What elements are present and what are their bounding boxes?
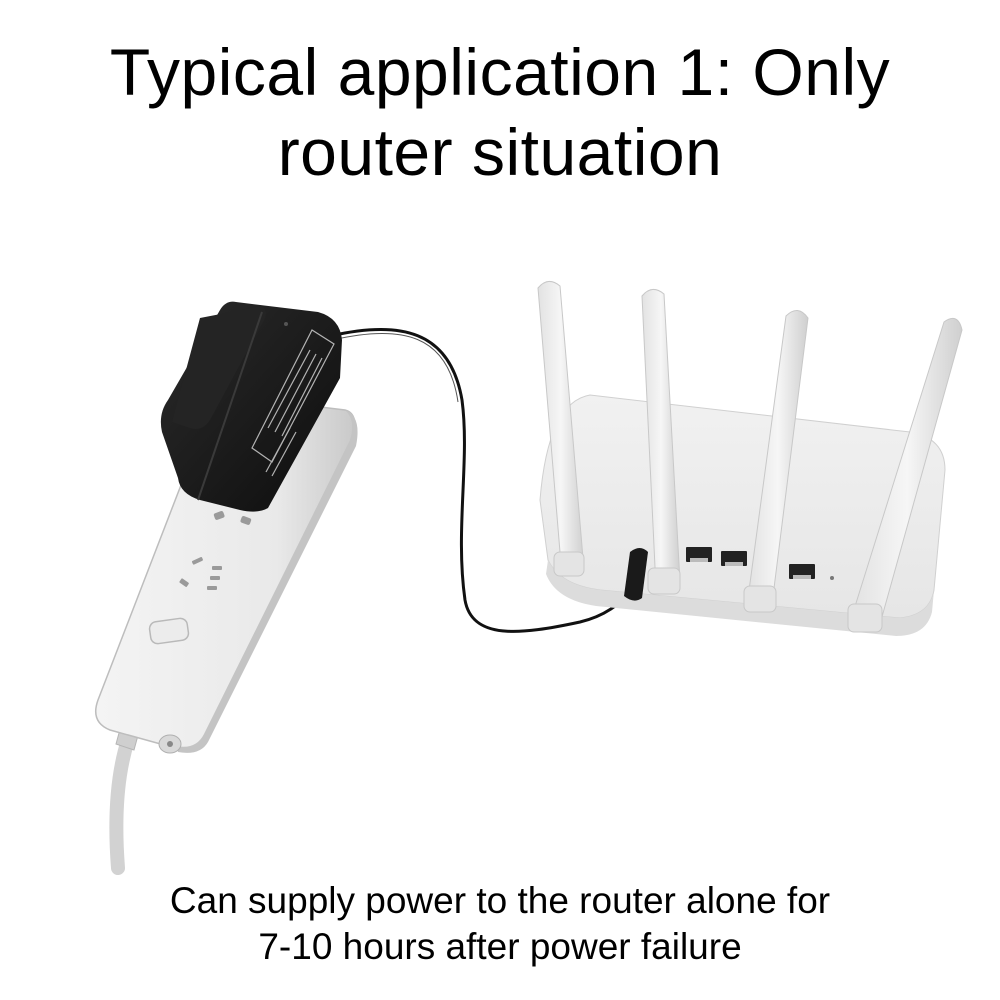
ethernet-ports bbox=[686, 547, 834, 580]
strip-cord bbox=[109, 721, 141, 875]
power-strip bbox=[95, 394, 358, 754]
product-photo bbox=[0, 190, 1000, 880]
socket-holes bbox=[179, 511, 252, 590]
dc-plug bbox=[624, 548, 648, 601]
caption-line-1: Can supply power to the router alone for bbox=[169, 880, 831, 921]
title-line-1: Typical application 1: Only bbox=[109, 35, 891, 109]
page-title: Typical application 1: Only router situa… bbox=[0, 32, 1000, 192]
dc-cable bbox=[329, 327, 634, 633]
caption: Can supply power to the router alone for… bbox=[0, 878, 1000, 970]
title-line-2: router situation bbox=[277, 115, 723, 189]
caption-line-2: 7-10 hours after power failure bbox=[258, 926, 742, 967]
ups-adapter bbox=[160, 301, 342, 512]
router-antennas bbox=[537, 281, 963, 633]
router bbox=[539, 394, 946, 636]
power-strip-switch bbox=[148, 617, 190, 645]
